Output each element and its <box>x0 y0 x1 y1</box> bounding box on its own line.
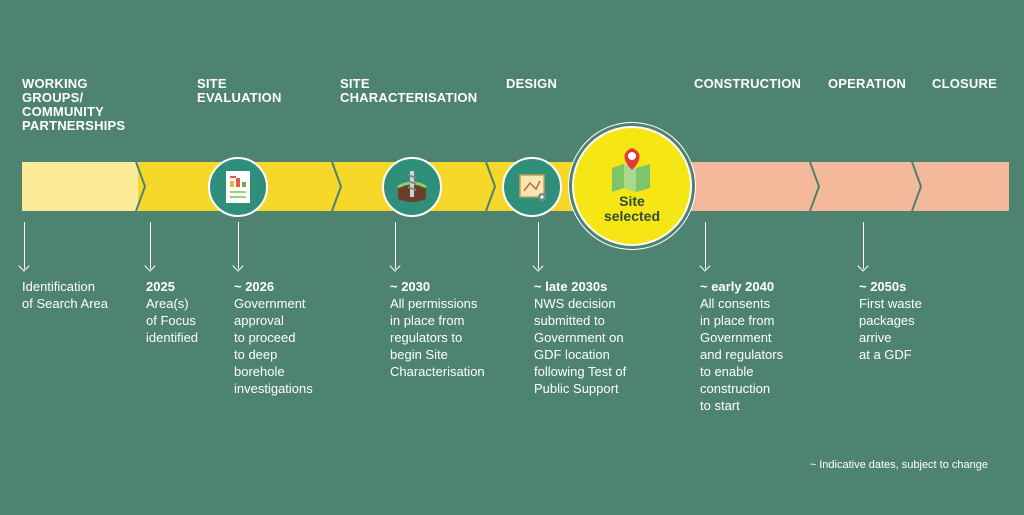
stage-working-groups: WORKING GROUPS/ COMMUNITY PARTNERSHIPS <box>22 76 126 133</box>
arrow-down <box>705 222 706 269</box>
arrow-down <box>395 222 396 269</box>
chevron-4 <box>809 161 821 212</box>
band-segment-peach <box>660 162 1009 211</box>
band-segment-early <box>22 162 140 211</box>
event-date: ~ 2026 <box>234 279 275 294</box>
site-selected-milestone: Site selected <box>572 126 692 246</box>
stage-operation: OPERATION <box>828 76 907 91</box>
event-2026: ~ 2026 Government approval to proceed to… <box>234 278 313 397</box>
event-2030: ~ 2030 All permissions in place from reg… <box>390 278 485 380</box>
event-2050s: ~ 2050s First waste packages arrive at a… <box>859 278 922 363</box>
event-date: ~ 2030 <box>390 279 431 294</box>
event-desc: First waste packages arrive at a GDF <box>859 296 922 362</box>
arrow-down <box>150 222 151 269</box>
event-desc: All consents in place from Government an… <box>700 296 784 413</box>
footnote: ~ Indicative dates, subject to change <box>809 459 988 471</box>
arrow-down <box>238 222 239 269</box>
document-chart-icon <box>208 157 268 217</box>
event-date: ~ late 2030s <box>534 279 608 294</box>
event-identification: Identification of Search Area <box>22 278 108 312</box>
event-date: ~ early 2040 <box>700 279 775 294</box>
arrow-down <box>863 222 864 269</box>
event-desc: Identification of Search Area <box>22 279 108 311</box>
chevron-3 <box>485 161 497 212</box>
event-desc: NWS decision submitted to Government on … <box>534 296 627 396</box>
event-date: 2025 <box>146 279 175 294</box>
event-desc: Area(s) of Focus identified <box>146 296 199 345</box>
event-desc: Government approval to proceed to deep b… <box>234 296 313 396</box>
stage-closure: CLOSURE <box>932 76 997 91</box>
event-desc: All permissions in place from regulators… <box>390 296 485 379</box>
event-early-2040: ~ early 2040 All consents in place from … <box>700 278 783 414</box>
chevron-1 <box>135 161 147 212</box>
map-pin-icon <box>612 148 650 192</box>
blueprint-design-icon <box>502 157 562 217</box>
stage-site-characterisation: SITE CHARACTERISATION <box>340 76 478 105</box>
event-2025: 2025 Area(s) of Focus identified <box>146 278 198 346</box>
arrow-down <box>538 222 539 269</box>
milestone-label: Site selected <box>603 193 661 224</box>
arrow-down <box>24 222 25 269</box>
borehole-drill-icon <box>382 157 442 217</box>
chevron-5 <box>911 161 923 212</box>
chevron-2 <box>331 161 343 212</box>
event-date: ~ 2050s <box>859 279 907 294</box>
stage-site-evaluation: SITE EVALUATION <box>197 76 282 105</box>
stage-construction: CONSTRUCTION <box>694 76 802 91</box>
event-late-2030s: ~ late 2030s NWS decision submitted to G… <box>534 278 626 397</box>
stage-design: DESIGN <box>506 76 558 91</box>
